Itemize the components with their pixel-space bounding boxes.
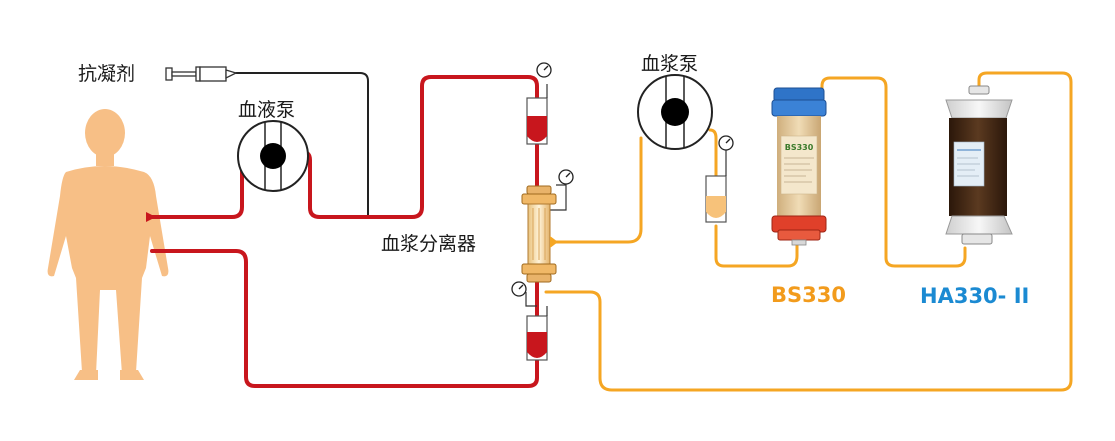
blood-pump-icon: [237, 120, 309, 192]
tubing: [148, 71, 1073, 392]
venous-drip-chamber-icon: [526, 306, 548, 361]
plasma-pump-icon: [637, 74, 713, 150]
arterial-blood-line: [148, 150, 250, 219]
plasma-separator-label: 血浆分离器: [381, 233, 477, 255]
arterial-access-arrow: [146, 212, 156, 222]
ha330-ii-label: HA330- II: [920, 284, 1030, 308]
bs330-label: BS330: [771, 283, 846, 307]
bs330-cartridge-text: BS330: [785, 143, 814, 152]
gauge-lines: [525, 184, 567, 307]
blood-pump-label: 血液泵: [238, 99, 296, 121]
plasma-drip-chamber-icon: [705, 150, 727, 223]
venous-return-line-2: [150, 249, 539, 388]
arterial-drip-chamber-icon: [526, 84, 548, 145]
pressure-gauge-icon: [511, 62, 734, 297]
bs330-cartridge-icon: BS330: [771, 87, 827, 246]
arterial-blood-line-2: [300, 75, 539, 219]
anticoagulant-line: [235, 72, 369, 218]
ha330-cartridge-icon: [945, 85, 1013, 245]
bs330-to-ha330-line: [820, 76, 967, 268]
human-silhouette: [47, 109, 169, 380]
ha330-to-return-line: [544, 71, 1073, 392]
plasma-out-line: [546, 136, 643, 244]
plasma-pump-label: 血浆泵: [641, 53, 699, 75]
plasma-separator-icon: [521, 185, 558, 283]
drip-to-bs330-line: [714, 224, 799, 268]
anticoagulant-label: 抗凝剂: [78, 63, 136, 85]
syringe-icon: [165, 66, 238, 82]
plasma-pump-out-line: [708, 128, 718, 178]
